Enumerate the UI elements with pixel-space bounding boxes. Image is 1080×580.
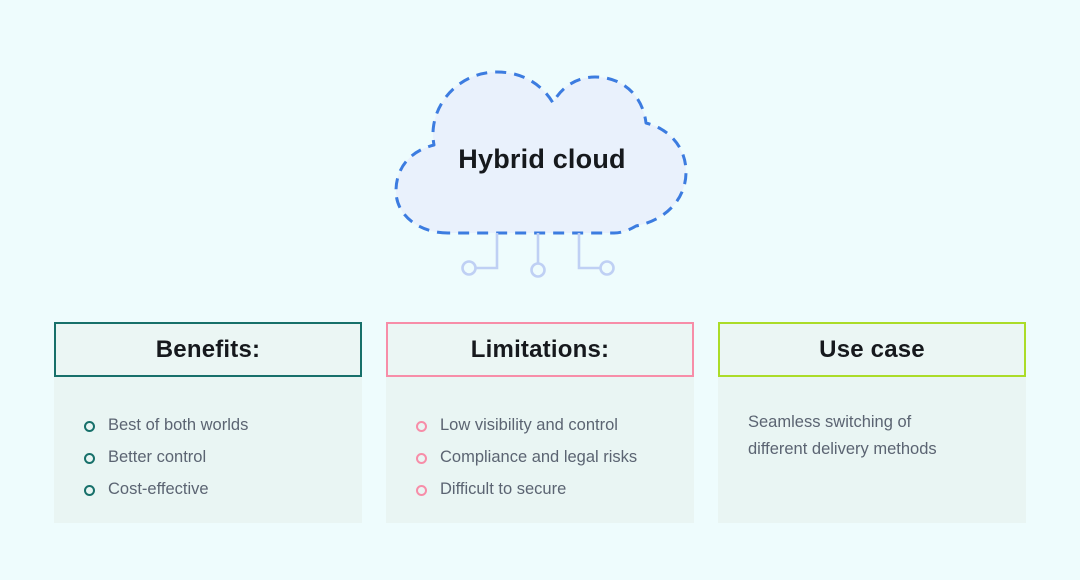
benefits-list: Best of both worlds Better control Cost-… — [84, 409, 344, 505]
use-case-header: Use case — [718, 322, 1026, 377]
list-item: Difficult to secure — [416, 473, 676, 505]
comparison-columns: Benefits: Best of both worlds Better con… — [54, 322, 1026, 523]
list-item: Low visibility and control — [416, 409, 676, 441]
benefits-header: Benefits: — [54, 322, 362, 377]
use-case-text: Seamless switching of different delivery… — [748, 413, 937, 458]
list-item: Compliance and legal risks — [416, 441, 676, 473]
limitations-column: Limitations: Low visibility and control … — [386, 322, 694, 523]
network-connectors-icon — [461, 233, 615, 278]
limitations-list: Low visibility and control Compliance an… — [416, 409, 676, 505]
cloud-title: Hybrid cloud — [458, 144, 626, 174]
cloud-outline-icon — [394, 70, 688, 235]
benefits-body: Best of both worlds Better control Cost-… — [54, 377, 362, 523]
limitations-header: Limitations: — [386, 322, 694, 377]
list-item: Cost-effective — [84, 473, 344, 505]
benefits-column: Benefits: Best of both worlds Better con… — [54, 322, 362, 523]
use-case-column: Use case Seamless switching of different… — [718, 322, 1026, 523]
use-case-body: Seamless switching of different delivery… — [718, 377, 1026, 523]
limitations-body: Low visibility and control Compliance an… — [386, 377, 694, 523]
list-item: Better control — [84, 441, 344, 473]
list-item: Best of both worlds — [84, 409, 344, 441]
cloud-diagram: Hybrid cloud — [382, 48, 702, 243]
